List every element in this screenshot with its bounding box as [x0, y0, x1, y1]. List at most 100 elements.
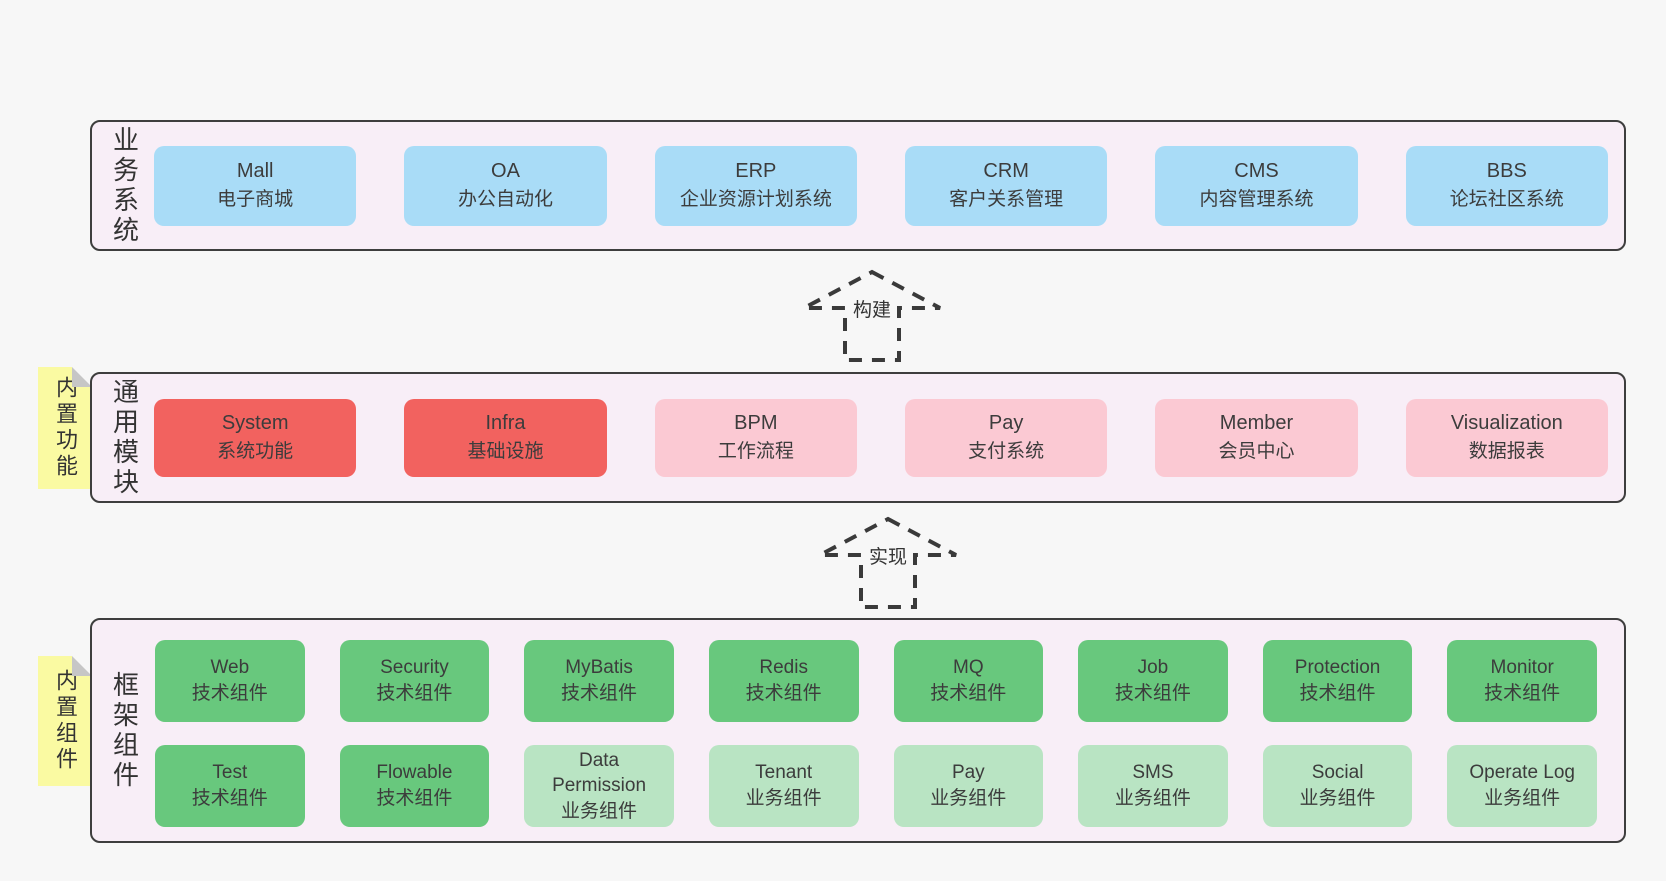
box-mybatis: MyBatis 技术组件 [524, 640, 674, 722]
box-title: Infra [485, 412, 526, 435]
box-title: Tenant [755, 762, 813, 784]
box-subtitle: 技术组件 [376, 788, 453, 809]
box-title: Web [210, 657, 250, 679]
dashed-up-arrow-icon [819, 516, 957, 609]
box-subtitle: 技术组件 [930, 683, 1007, 704]
box-redis: Redis 技术组件 [708, 640, 859, 722]
box-security: Security 技术组件 [339, 640, 490, 722]
box-subtitle: 内容管理系统 [1199, 189, 1314, 211]
box-oa: OA 办公自动化 [404, 145, 607, 226]
box-visualization: Visualization 数据报表 [1405, 398, 1608, 477]
box-monitor: Monitor 技术组件 [1447, 640, 1597, 722]
box-bpm: BPM 工作流程 [654, 398, 857, 477]
box-subtitle: 会员中心 [1218, 441, 1295, 463]
box-subtitle: 业务组件 [1299, 788, 1376, 809]
box-title: Mall [236, 160, 274, 183]
layer-label-business-systems: 业务系统 [109, 125, 140, 246]
box-title: Pay [951, 762, 985, 784]
box-subtitle: 基础设施 [467, 441, 544, 463]
box-subtitle: 技术组件 [561, 683, 638, 704]
box-title: Redis [759, 657, 808, 679]
box-pay-component: Pay 业务组件 [893, 745, 1044, 827]
box-title: Job [1137, 657, 1169, 679]
box-title: SMS [1132, 762, 1174, 784]
arrow-build: 构建 [800, 268, 944, 364]
box-title: Flowable [376, 762, 453, 784]
box-subtitle: 技术组件 [745, 683, 822, 704]
box-subtitle: 技术组件 [1484, 683, 1561, 704]
box-sms: SMS 业务组件 [1078, 745, 1228, 827]
box-title: Pay [988, 412, 1024, 435]
box-pay-module: Pay 支付系统 [904, 398, 1108, 477]
box-subtitle: 数据报表 [1468, 441, 1545, 463]
box-subtitle: 客户关系管理 [949, 189, 1064, 211]
box-title: CRM [983, 160, 1029, 183]
box-title: Social [1311, 762, 1364, 784]
sticky-note-built-in-components: 内置组件 [38, 656, 92, 786]
box-title: Protection [1294, 657, 1381, 679]
box-operate-log: Operate Log 业务组件 [1447, 745, 1597, 827]
box-member: Member 会员中心 [1155, 398, 1358, 477]
box-subtitle: 企业资源计划系统 [679, 189, 832, 211]
box-title: BPM [734, 412, 778, 435]
box-subtitle: 技术组件 [1114, 683, 1191, 704]
box-cms: CMS 内容管理系统 [1155, 145, 1358, 226]
box-mall: Mall 电子商城 [154, 145, 357, 226]
box-subtitle: 技术组件 [191, 788, 268, 809]
box-subtitle: 业务组件 [1484, 788, 1561, 809]
box-title: Security [380, 657, 449, 679]
layer-business-systems: 业务系统 Mall 电子商城 OA 办公自动化 ERP 企业资源计划系统 CRM… [90, 120, 1626, 251]
box-subtitle: 业务组件 [745, 788, 822, 809]
box-subtitle: 技术组件 [1299, 683, 1376, 704]
box-test: Test 技术组件 [155, 745, 305, 827]
box-title: BBS [1486, 160, 1527, 183]
box-crm: CRM 客户关系管理 [904, 145, 1108, 226]
box-subtitle: 工作流程 [717, 441, 794, 463]
box-title: Member [1219, 412, 1294, 435]
box-title: CMS [1234, 160, 1279, 183]
framework-components-grid: Web 技术组件 Security 技术组件 MyBatis 技术组件 Redi… [155, 640, 1597, 827]
box-infra: Infra 基础设施 [404, 398, 607, 477]
box-flowable: Flowable 技术组件 [339, 745, 490, 827]
box-subtitle: 业务组件 [561, 800, 638, 822]
box-title: Operate Log [1469, 762, 1575, 784]
layer-framework-components: 框架组件 Web 技术组件 Security 技术组件 MyBatis 技术组件… [90, 618, 1626, 843]
box-subtitle: 业务组件 [930, 788, 1007, 809]
box-subtitle: 技术组件 [376, 683, 453, 704]
arrow-label-build: 构建 [848, 294, 896, 323]
box-title: Visualization [1450, 412, 1563, 435]
box-mq: MQ 技术组件 [893, 640, 1044, 722]
box-title: ERP [735, 160, 777, 183]
dashed-up-arrow-icon [803, 269, 941, 362]
box-data-permission: Data Permission 业务组件 [524, 745, 674, 827]
arrow-label-implement: 实现 [864, 541, 912, 570]
layer-label-common-modules: 通用模块 [109, 377, 140, 498]
layer-common-modules: 通用模块 System 系统功能 Infra 基础设施 BPM 工作流程 Pay… [90, 372, 1626, 503]
box-subtitle: 技术组件 [191, 683, 268, 704]
arrow-implement: 实现 [816, 515, 960, 611]
box-social: Social 业务组件 [1262, 745, 1413, 827]
box-web: Web 技术组件 [155, 640, 305, 722]
box-erp: ERP 企业资源计划系统 [654, 145, 857, 226]
box-subtitle: 电子商城 [217, 189, 294, 211]
box-tenant: Tenant 业务组件 [708, 745, 859, 827]
common-modules-row: System 系统功能 Infra 基础设施 BPM 工作流程 Pay 支付系统… [154, 374, 1608, 501]
box-title: OA [491, 160, 520, 183]
box-job: Job 技术组件 [1078, 640, 1228, 722]
sticky-note-built-in-features: 内置功能 [38, 367, 92, 489]
box-subtitle: 支付系统 [968, 441, 1045, 463]
box-protection: Protection 技术组件 [1262, 640, 1413, 722]
box-title: MQ [953, 657, 984, 679]
layer-label-framework-components: 框架组件 [109, 670, 140, 791]
box-title: System [221, 412, 289, 435]
business-systems-row: Mall 电子商城 OA 办公自动化 ERP 企业资源计划系统 CRM 客户关系… [154, 122, 1608, 249]
box-system: System 系统功能 [154, 398, 357, 477]
box-subtitle: 业务组件 [1114, 788, 1191, 809]
box-subtitle: 论坛社区系统 [1449, 189, 1564, 211]
box-title: Test [212, 762, 248, 784]
box-subtitle: 办公自动化 [457, 189, 553, 211]
box-subtitle: 系统功能 [217, 441, 294, 463]
box-bbs: BBS 论坛社区系统 [1405, 145, 1608, 226]
box-title: MyBatis [565, 657, 633, 679]
